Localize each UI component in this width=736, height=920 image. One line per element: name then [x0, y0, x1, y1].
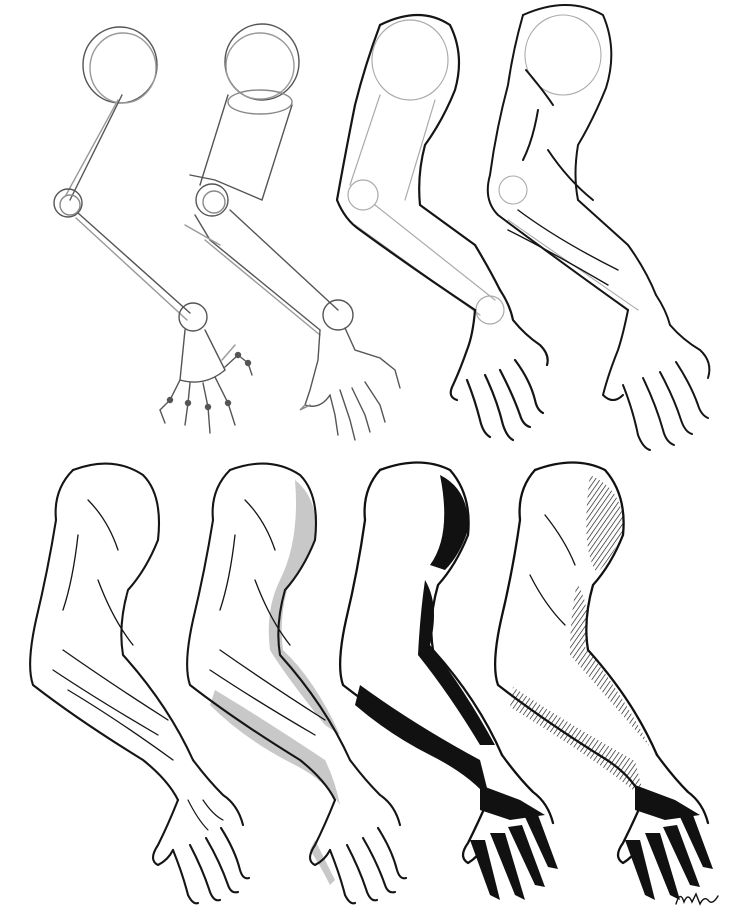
stage-3-contour-over-construction	[335, 14, 549, 442]
stage-7-solid-black-inks	[338, 461, 558, 900]
stage-4-muscle-contour	[486, 4, 711, 451]
artist-signature	[675, 892, 719, 906]
stage-5-clean-line-art	[29, 462, 251, 905]
stage-6-grey-tone-shading	[186, 462, 408, 905]
stage-2-cylinder-construction	[184, 23, 401, 441]
stage-1-gesture-skeleton	[53, 26, 253, 434]
stage-8-hatched-inks	[493, 461, 713, 900]
